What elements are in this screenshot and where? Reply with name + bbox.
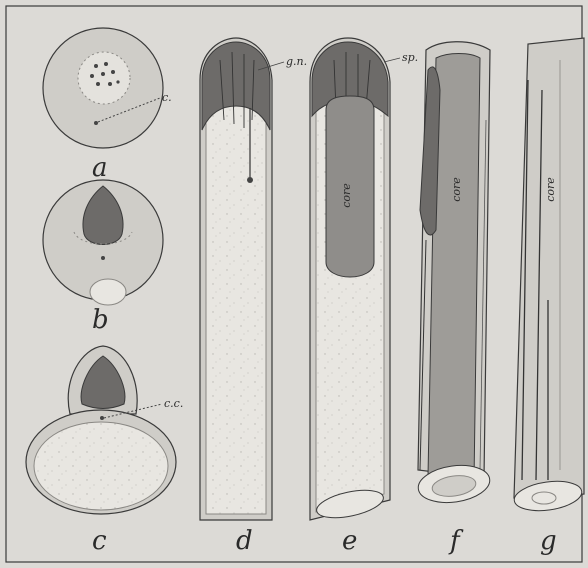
annotation-gn: g.n. [286, 56, 307, 67]
figure-d-label: d [236, 528, 253, 554]
figure-f-longitudinal [416, 42, 492, 507]
figure-g-longitudinal [512, 38, 584, 515]
figure-e-longitudinal [310, 38, 400, 523]
annotation-sp: sp. [402, 52, 418, 63]
figure-c-section [26, 346, 176, 514]
figure-c-label: c [92, 528, 107, 554]
figure-b-label: b [92, 307, 109, 333]
annotation-cc: c.c. [164, 398, 183, 409]
figure-b-section [43, 180, 163, 305]
figure-a-section [43, 28, 163, 148]
figure-e-label: e [342, 528, 357, 554]
figure-g-label: g [540, 528, 557, 554]
figure-d-longitudinal [200, 38, 284, 520]
core-label-f: core [451, 177, 462, 202]
core-label-g: core [545, 177, 556, 202]
core-label-e: core [341, 183, 352, 208]
figure-a-label: a [92, 155, 108, 181]
figure-f-label: f [450, 528, 460, 554]
annotation-c: c. [162, 92, 172, 103]
